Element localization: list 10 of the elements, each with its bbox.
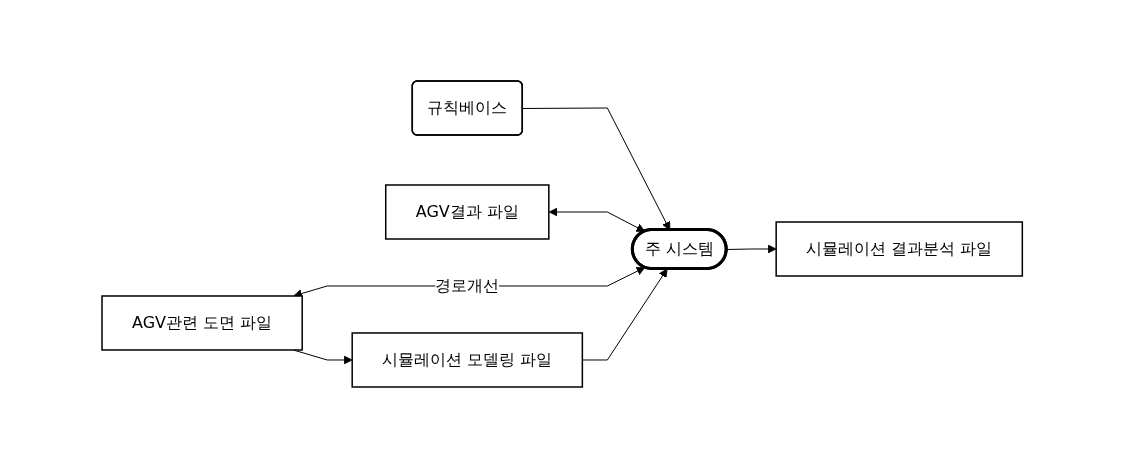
edge-label: 경로개선 [435,275,500,295]
node-box: 시뮬레이션 결과분석 파일 [775,221,1024,277]
arrow [549,207,646,232]
arrow [293,267,646,298]
arrow [726,244,777,254]
node-box: 시뮬레이션 모델링 파일 [351,332,584,388]
arrow [582,268,668,361]
node-box: AGV관련 도면 파일 [101,295,304,351]
arrow [522,107,671,231]
node-box: AGV결과 파일 [385,184,550,240]
